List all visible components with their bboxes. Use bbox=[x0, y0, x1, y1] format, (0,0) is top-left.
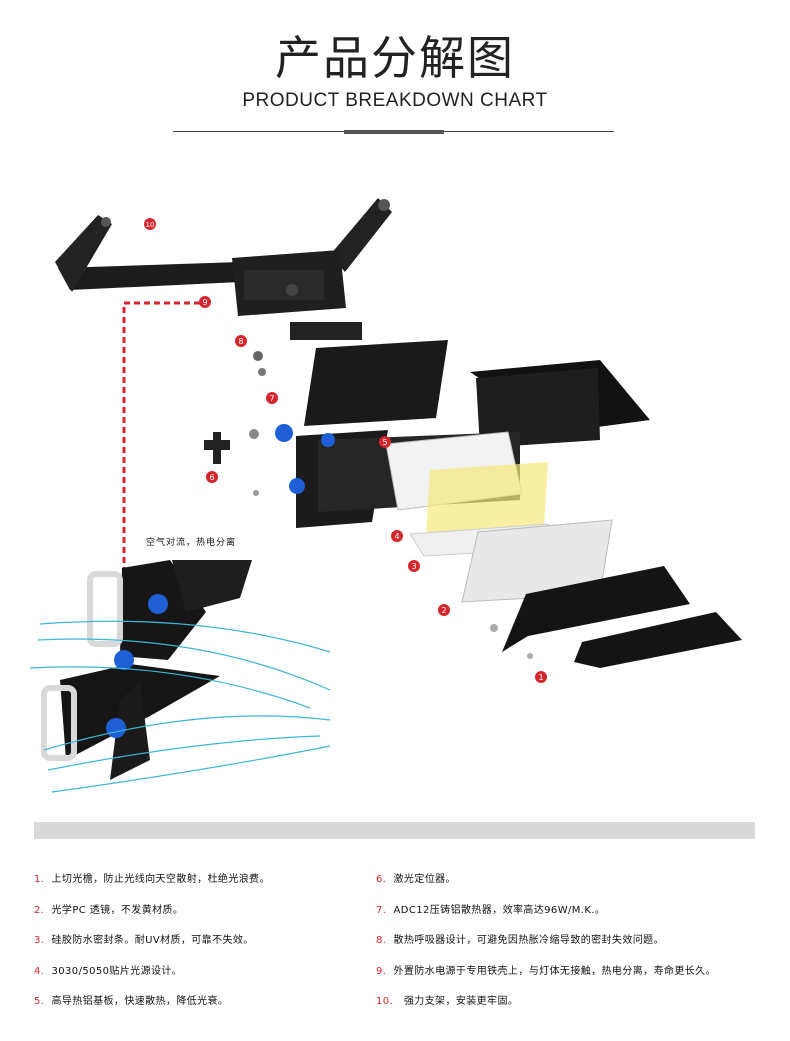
note-item: 2. 光学PC 透镜，不发黄材质。 bbox=[34, 904, 184, 916]
laser-locator-part bbox=[204, 429, 259, 496]
breather-part bbox=[253, 351, 266, 376]
callout-10: 10 bbox=[146, 221, 155, 229]
callout-3: 3 bbox=[411, 562, 416, 571]
notes-right-column: 6. 激光定位器。 7. ADC12压铸铝散热器，效率高达96W/M.K.。 8… bbox=[376, 870, 716, 1023]
airflow-caption: 空气对流，热电分离 bbox=[146, 538, 237, 548]
airflow-lines bbox=[29, 620, 331, 793]
note-item: 8. 散热呼吸器设计，可避免因热胀冷缩导致的密封失效问题。 bbox=[376, 935, 664, 946]
notes-left-column: 1. 上切光檐，防止光线向天空散射，杜绝光浪费。 2. 光学PC 透镜，不发黄材… bbox=[34, 870, 270, 1023]
visor-part bbox=[490, 566, 742, 668]
callout-6: 6 bbox=[209, 473, 214, 482]
callout-7: 7 bbox=[269, 394, 274, 403]
note-item: 9. 外置防水电源于专用铁壳上，与灯体无接触，热电分离，寿命更长久。 bbox=[376, 965, 716, 977]
callout-5: 5 bbox=[382, 438, 387, 447]
note-item: 4. 3030/5050贴片光源设计。 bbox=[34, 965, 183, 977]
callout-4: 4 bbox=[394, 532, 399, 541]
power-box-part bbox=[232, 250, 362, 340]
callout-9: 9 bbox=[202, 298, 207, 307]
note-item: 6. 激光定位器。 bbox=[376, 874, 456, 885]
bracket-part bbox=[55, 198, 392, 292]
callout-8: 8 bbox=[238, 337, 243, 346]
page-subtitle: PRODUCT BREAKDOWN CHART bbox=[242, 90, 548, 111]
callout-markers bbox=[144, 218, 547, 683]
note-item: 1. 上切光檐，防止光线向天空散射，杜绝光浪费。 bbox=[34, 874, 270, 885]
note-item: 3. 硅胶防水密封条。耐UV材质，可靠不失效。 bbox=[34, 935, 254, 946]
title-divider-accent bbox=[344, 130, 444, 134]
callout-2: 2 bbox=[441, 606, 446, 615]
callout-1: 1 bbox=[538, 673, 543, 682]
note-item: 5. 高导热铝基板，快速散热，降低光衰。 bbox=[34, 996, 229, 1007]
heatsink-part bbox=[304, 340, 650, 448]
assembled-side-view bbox=[41, 560, 252, 780]
note-item: 7. ADC12压铸铝散热器，效率高达96W/M.K.。 bbox=[376, 904, 606, 916]
page-title: 产品分解图 bbox=[275, 31, 515, 85]
note-item: 10. 强力支架，安装更牢固。 bbox=[376, 996, 519, 1007]
exploded-diagram: 1 2 3 4 5 6 7 8 9 10 bbox=[29, 198, 742, 793]
section-divider bbox=[34, 822, 755, 839]
